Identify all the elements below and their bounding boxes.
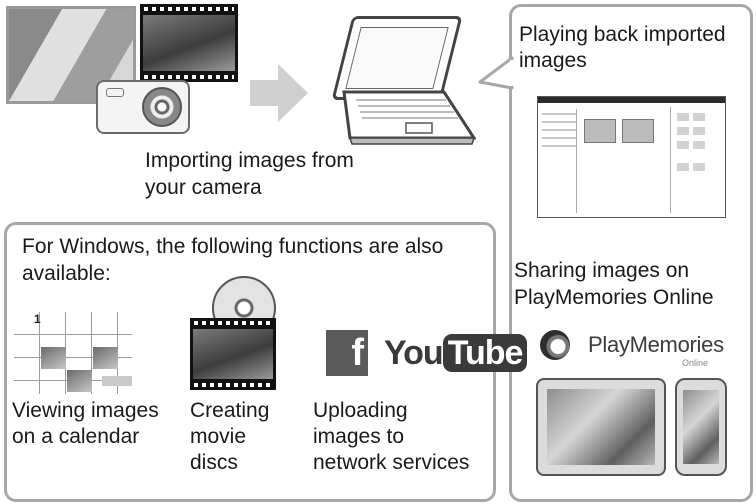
playmemories-app-screenshot bbox=[537, 96, 726, 218]
facebook-letter: f bbox=[351, 332, 364, 374]
calendar-icon: 1 bbox=[14, 312, 132, 394]
camera-lens bbox=[142, 87, 182, 127]
importing-text-line-2: your camera bbox=[145, 176, 262, 199]
movie-caption-line-1: Creating bbox=[190, 399, 270, 422]
playmemories-logo-icon bbox=[540, 330, 570, 360]
movie-caption-line-3: discs bbox=[190, 451, 238, 474]
tablet-icon bbox=[536, 378, 666, 476]
movie-film-icon bbox=[190, 318, 276, 390]
playmemories-logo-text: PlayMemories bbox=[588, 332, 724, 357]
sharing-text-line-2: PlayMemories Online bbox=[514, 286, 714, 309]
arrow-right-icon bbox=[250, 64, 308, 122]
facebook-icon: f bbox=[326, 330, 368, 376]
youtube-you-text: You bbox=[384, 334, 444, 372]
playmemories-logo-subtext: Online bbox=[682, 358, 709, 368]
camera-flash bbox=[106, 88, 124, 97]
movie-caption-line-2: movie bbox=[190, 425, 247, 448]
youtube-tube-text: Tube bbox=[442, 334, 528, 372]
phone-icon bbox=[675, 378, 727, 476]
calendar-day-number: 1 bbox=[34, 312, 41, 326]
camera-icon bbox=[96, 80, 190, 134]
playing-text-line-2: images bbox=[519, 49, 587, 72]
playing-text-line-1: Playing back imported bbox=[519, 23, 726, 46]
windows-heading-line-2: available: bbox=[22, 262, 111, 285]
calendar-caption-line-2: on a calendar bbox=[12, 425, 140, 448]
family-photo bbox=[6, 6, 136, 104]
laptop-icon bbox=[331, 16, 476, 146]
upload-caption-line-2: images to bbox=[313, 425, 405, 448]
film-strip-icon bbox=[140, 4, 238, 82]
upload-caption-line-3: network services bbox=[313, 451, 470, 474]
upload-caption-line-1: Uploading bbox=[313, 399, 408, 422]
calendar-caption-line-1: Viewing images bbox=[12, 399, 159, 422]
windows-heading-line-1: For Windows, the following functions are… bbox=[22, 235, 444, 258]
sharing-text-line-1: Sharing images on bbox=[514, 259, 690, 282]
callout-pointer bbox=[478, 56, 514, 90]
importing-text-line-1: Importing images from bbox=[145, 149, 354, 172]
